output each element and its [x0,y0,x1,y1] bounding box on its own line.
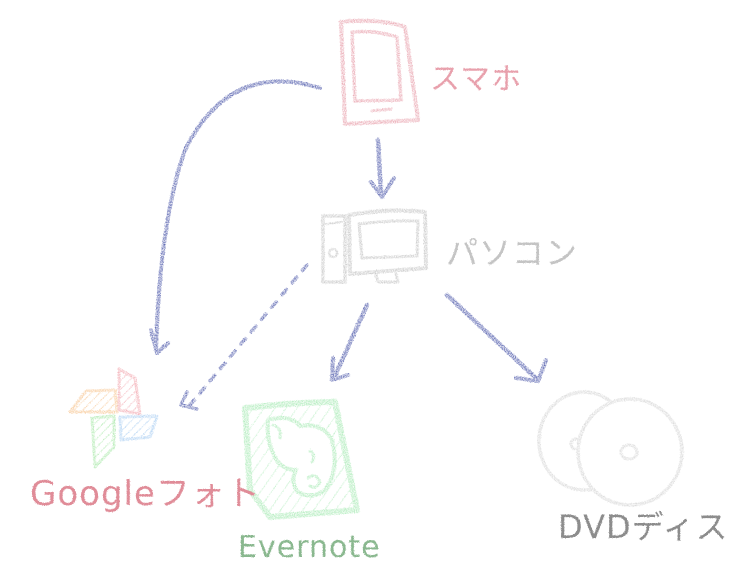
smartphone-label: スマホ [430,62,523,97]
arrows [149,79,548,411]
evernote-elephant-icon [242,399,360,520]
arrow-pc-to-dvd [444,292,541,383]
google-photos-pinwheel-icon [68,367,159,469]
dvd-discs-icon [537,390,684,507]
arrow-pc-to-evernote [331,302,370,381]
dvd-label: DVDディスク [558,508,730,546]
arrow-phone-to-gphoto [154,79,322,352]
pc-label: パソコン [446,234,579,272]
google-photos-label: Googleフォト [30,474,261,514]
evernote-label: Evernote [238,530,381,565]
desktop-computer-icon [321,208,428,284]
smartphone-icon [339,18,420,126]
arrow-phone-to-pc [375,137,384,198]
arrow-pc-to-gphoto-dashed [188,263,309,407]
